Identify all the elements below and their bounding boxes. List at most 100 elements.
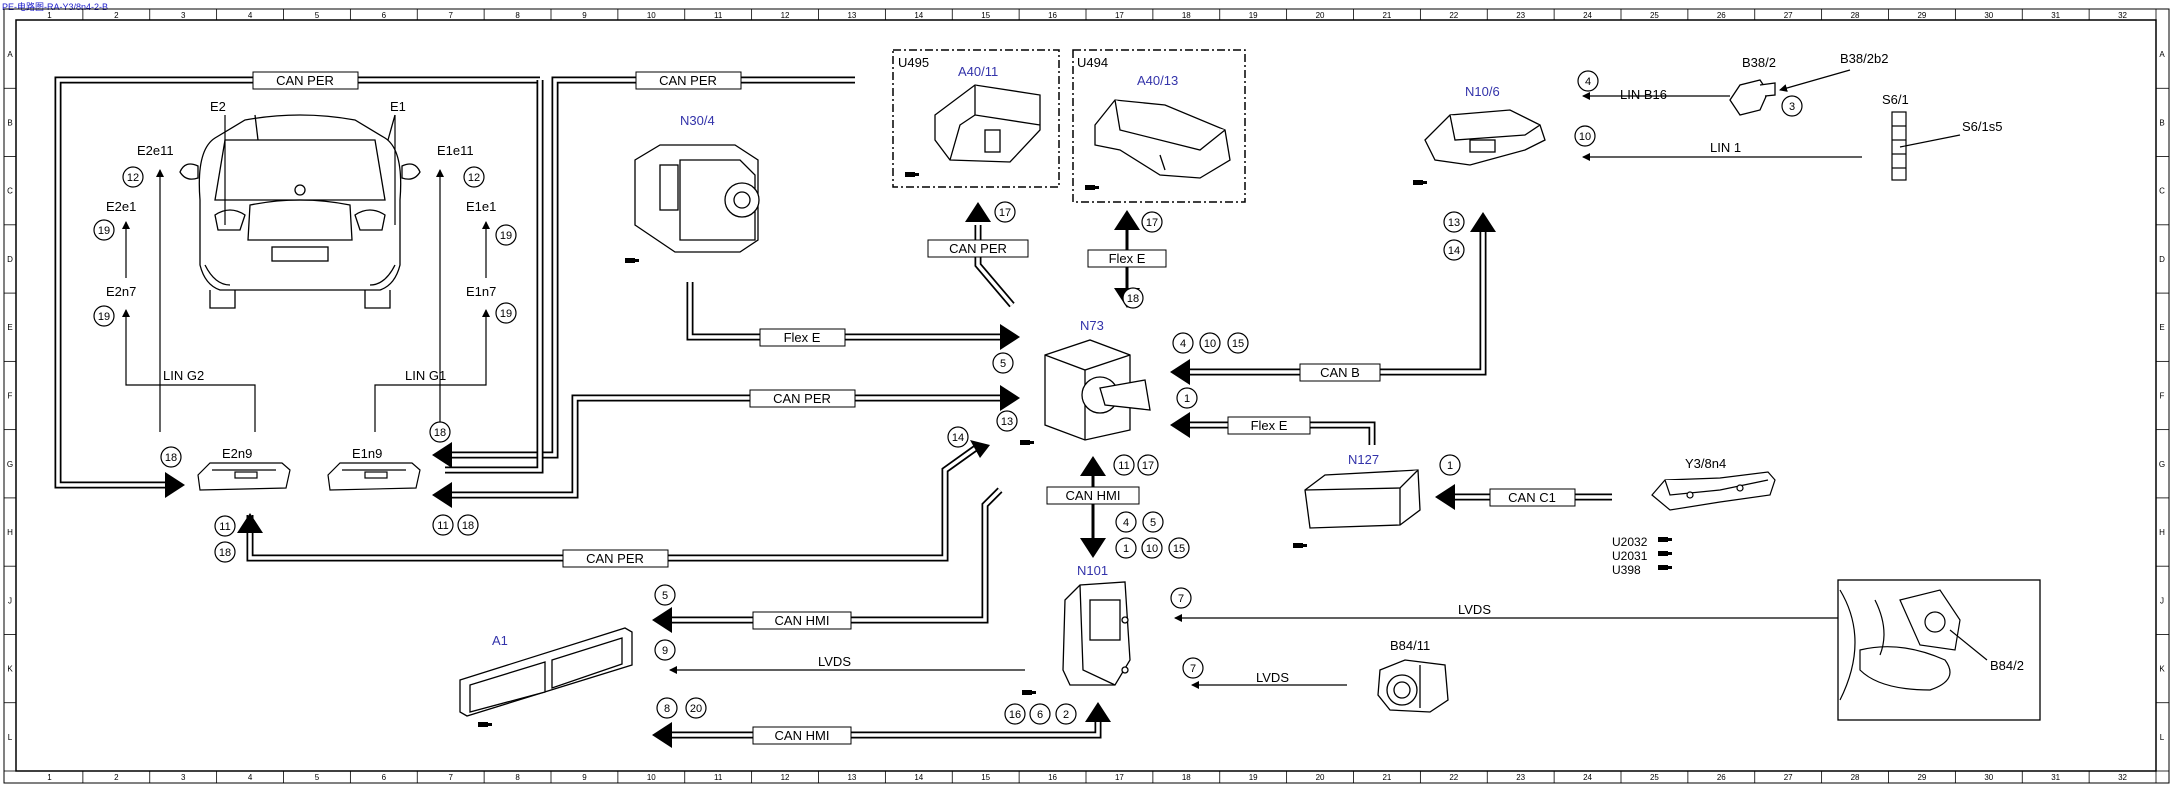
- ref-number: 13: [1448, 217, 1460, 229]
- ref-number: 8: [664, 703, 670, 715]
- b38-2b2-leader: [1779, 69, 1851, 92]
- grid-col-18: 18: [1182, 11, 1191, 20]
- ref-circle-12: 12: [122, 166, 144, 188]
- grid-row-K: K: [7, 665, 13, 674]
- ref-circle-14: 14: [1443, 239, 1465, 261]
- n10-6-module: [1424, 109, 1546, 166]
- ref-number: 18: [462, 520, 474, 532]
- grid-col-23: 23: [1516, 773, 1525, 782]
- arrow-can-hmi-to-left-5: [652, 607, 672, 633]
- can-b-bus: [1185, 232, 1487, 376]
- grid-col-10: 10: [647, 773, 656, 782]
- ref-number: 18: [165, 452, 177, 464]
- label-n127: N127: [1348, 452, 1379, 467]
- ref-number: 1: [1447, 460, 1453, 472]
- grid-col-20: 20: [1316, 773, 1325, 782]
- arrow-to-e1n9-a: [432, 442, 452, 468]
- n101-icon: [1022, 690, 1036, 695]
- grid-row-L: L: [8, 733, 13, 742]
- can-hmi-label-bottom: CAN HMI: [752, 726, 852, 745]
- ref-circle-4: 4: [1577, 70, 1599, 92]
- e2n9-module: [197, 462, 291, 491]
- ref-number: 12: [127, 172, 139, 184]
- ref-number: 18: [434, 427, 446, 439]
- grid-col-30: 30: [1984, 773, 1993, 782]
- ref-number: 20: [690, 703, 702, 715]
- u2032-icon: [1658, 537, 1672, 542]
- grid-col-21: 21: [1382, 11, 1391, 20]
- ref-number: 4: [1180, 338, 1186, 350]
- arrow-can-per-to-n73-bottom: [970, 440, 990, 458]
- ref-number: 19: [98, 225, 110, 237]
- ref-number: 10: [1579, 131, 1591, 143]
- grid-row-G: G: [2159, 460, 2165, 469]
- can-hmi-label-mid: CAN HMI: [1046, 486, 1140, 505]
- svg-text:Flex E: Flex E: [1109, 251, 1146, 266]
- ref-number: 15: [1173, 543, 1185, 555]
- arrow-can-per-to-e2n9: [237, 513, 263, 533]
- ref-circle-2: 2: [1055, 703, 1077, 725]
- grid-column-ticks: 1122334455667788991010111112121313141415…: [47, 9, 2157, 783]
- grid-col-8: 8: [515, 11, 520, 20]
- ref-circle-10: 10: [1199, 332, 1221, 354]
- arrow-can-b-to-n73: [1170, 359, 1190, 385]
- ref-circle-19: 19: [93, 305, 115, 327]
- grid-col-2: 2: [114, 773, 119, 782]
- u398-icon: [1658, 565, 1672, 570]
- grid-col-4: 4: [248, 773, 253, 782]
- grid-col-14: 14: [914, 11, 923, 20]
- label-n30-4: N30/4: [680, 113, 715, 128]
- grid-col-8: 8: [515, 773, 520, 782]
- label-e2e11: E2e11: [137, 143, 174, 158]
- grid-col-13: 13: [847, 773, 856, 782]
- grid-col-28: 28: [1851, 11, 1860, 20]
- can-per-label-bottom: CAN PER: [562, 549, 669, 568]
- ref-circle-1: 1: [1439, 454, 1461, 476]
- label-e1e11: E1e11: [437, 143, 474, 158]
- grid-row-B: B: [7, 118, 12, 127]
- grid-row-J: J: [8, 596, 12, 605]
- grid-col-4: 4: [248, 11, 253, 20]
- can-hmi-bottom-bus: [670, 722, 1102, 739]
- lvds-label-left: LVDS: [818, 654, 851, 669]
- ref-number: 19: [500, 308, 512, 320]
- label-e1e1: E1e1: [466, 199, 496, 214]
- arrow-can-hmi-to-left-bottom: [652, 722, 672, 748]
- label-b84-2: B84/2: [1990, 658, 2024, 673]
- grid-col-13: 13: [847, 11, 856, 20]
- label-e2e1: E2e1: [106, 199, 136, 214]
- label-n73: N73: [1080, 318, 1104, 333]
- ref-number: 1: [1123, 543, 1129, 555]
- grid-row-D: D: [7, 255, 13, 264]
- arrow-can-c1-to-n127: [1435, 484, 1455, 510]
- label-y3-8n4: Y3/8n4: [1685, 456, 1726, 471]
- ref-circle-10: 10: [1574, 125, 1596, 147]
- grid-col-16: 16: [1048, 11, 1057, 20]
- ref-circle-7: 7: [1182, 657, 1204, 679]
- svg-text:CAN B: CAN B: [1320, 365, 1360, 380]
- ref-number: 11: [1118, 460, 1129, 472]
- grid-col-12: 12: [781, 773, 790, 782]
- grid-col-7: 7: [448, 11, 453, 20]
- ref-number: 13: [1001, 416, 1013, 428]
- grid-col-22: 22: [1449, 11, 1458, 20]
- grid-col-29: 29: [1917, 11, 1926, 20]
- label-e1n9: E1n9: [352, 446, 382, 461]
- ref-circle-18: 18: [214, 541, 236, 563]
- grid-col-32: 32: [2118, 773, 2127, 782]
- grid-row-F: F: [8, 392, 13, 401]
- ref-circle-1: 1: [1115, 537, 1137, 559]
- svg-text:CAN PER: CAN PER: [659, 73, 717, 88]
- b38-2-sensor: [1729, 79, 1776, 116]
- svg-text:CAN HMI: CAN HMI: [775, 728, 830, 743]
- arrow-flex-e-to-n73: [1000, 324, 1020, 350]
- grid-row-J: J: [2160, 596, 2164, 605]
- grid-row-L: L: [2160, 733, 2165, 742]
- label-e2n9: E2n9: [222, 446, 252, 461]
- flex-e-label-mid: Flex E: [1087, 249, 1167, 268]
- u495-boundary: [892, 49, 1060, 188]
- grid-col-27: 27: [1784, 11, 1793, 20]
- grid-col-17: 17: [1115, 11, 1124, 20]
- svg-text:CAN PER: CAN PER: [949, 241, 1007, 256]
